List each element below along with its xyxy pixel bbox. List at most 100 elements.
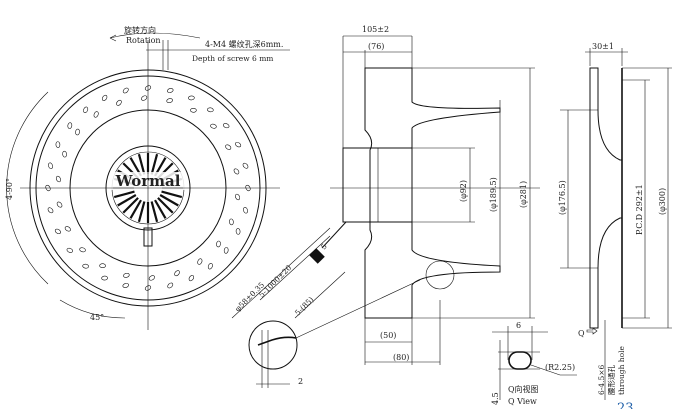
hub-fin (150, 153, 159, 175)
blade-slot (54, 228, 61, 235)
hub-fin (150, 201, 159, 223)
cable-85-label: 5-(85) (293, 295, 315, 317)
blade-slot (243, 207, 248, 214)
blade-slot (197, 258, 203, 265)
side-dia-92: (φ92) (459, 180, 468, 202)
detail-view: 2 (248, 260, 455, 388)
q-view-title-cn: Q向视图 (508, 384, 539, 394)
blade-slot (188, 95, 195, 101)
blade-slot (64, 226, 71, 232)
q-marker: Q (578, 329, 585, 338)
blade-slot (225, 144, 232, 150)
side-dia-189: (φ189.5) (489, 177, 498, 212)
blade-slot (56, 201, 63, 208)
blade-slot (62, 150, 67, 158)
screw-spec-cn: 4-M4 螺纹孔深6mm. (205, 39, 283, 49)
cable-length-label: 5-1000±20 (257, 263, 293, 299)
hole-spec: 6-4.5×6 (597, 364, 606, 395)
blade-slot (55, 141, 61, 148)
blade-slot (66, 247, 74, 253)
side-dim-80: (80) (393, 353, 409, 362)
right-dia-176: (φ176.5) (558, 180, 567, 215)
blade-slot (235, 141, 242, 148)
blade-slot (207, 262, 213, 270)
blade-slot (144, 285, 152, 291)
blade-slot (166, 98, 173, 104)
hub-fin (137, 153, 146, 175)
blade-slot (223, 247, 229, 254)
cable-5-label: 5 (319, 242, 329, 252)
angle-45: 45° (90, 313, 104, 322)
hole-desc-cn: 腰形通孔 (606, 365, 616, 395)
blade-slot (122, 283, 129, 288)
cable-connector (309, 248, 325, 264)
blade-slot (82, 263, 89, 269)
q-radius: (R2.25) (545, 363, 575, 372)
hub-fin (129, 199, 142, 219)
angle-4x90: 4-90° (5, 178, 14, 200)
blade-slot (242, 162, 249, 169)
hub-fin (117, 194, 137, 207)
side-width-76: (76) (368, 42, 384, 51)
blade-slot (47, 207, 54, 214)
blade-slot (67, 122, 73, 129)
blade-slot (101, 275, 108, 281)
logo: Wormal (115, 172, 181, 190)
rotation-label-cn: 旋转方向 (124, 25, 156, 35)
slot-hole (508, 351, 532, 370)
blade-slot (75, 128, 80, 136)
blade-slot (167, 282, 174, 289)
hub-fin (157, 197, 174, 214)
hub-fin (122, 197, 139, 214)
blade-slot (210, 123, 217, 129)
blade-slot (174, 270, 180, 277)
screw-spec-en: Depth of screw 6 mm (192, 54, 273, 63)
blade-slot (216, 240, 221, 248)
right-view: 30±1 (φ176.5) P.C.D 292±1 (φ300) Q 6-4.5… (558, 42, 672, 409)
blade-slot (233, 168, 240, 175)
blade-slot (123, 272, 130, 278)
blade-slot (222, 123, 230, 129)
hole-desc-en: through hole (617, 345, 626, 395)
q-view-title-en: Q View (508, 397, 537, 406)
side-view: 105±2 (76) (φ92) (φ189.5) (φ281) (50) (8… (330, 25, 540, 365)
right-pcd: P.C.D 292±1 (635, 184, 644, 235)
right-dia-300: (φ300) (658, 188, 667, 215)
blade-slot (167, 88, 174, 93)
hub-fin (154, 199, 167, 219)
detail-dim-2: 2 (298, 377, 303, 386)
blade-slot (55, 175, 61, 183)
blade-slot (122, 87, 129, 94)
rotation-label-en: Rotation (126, 36, 161, 45)
blade-slot (188, 275, 195, 282)
blade-slot (116, 99, 122, 106)
blade-slots (45, 85, 251, 291)
blade-slot (207, 107, 214, 113)
side-dia-281: (φ281) (519, 181, 528, 208)
front-view: Wormal 旋转方向 Rotation 4-M4 螺纹孔深6mm. Depth… (5, 25, 347, 330)
blade-slot (190, 107, 197, 113)
blade-slot (83, 106, 89, 114)
hub-fin (137, 201, 146, 223)
blade-slot (229, 218, 234, 226)
page-mark: 23 (617, 401, 634, 409)
blade-slot (245, 184, 251, 192)
blade-slot (101, 94, 108, 101)
blade-slot (45, 184, 51, 192)
blade-slot (79, 247, 86, 253)
blade-slot (141, 95, 148, 101)
hub-fin (159, 194, 179, 207)
side-dim-50: (50) (380, 331, 396, 340)
side-width-total: 105±2 (362, 25, 389, 34)
blade-slot (48, 162, 53, 169)
blade-slot (144, 85, 152, 91)
blade-slot (235, 228, 241, 235)
right-width: 30±1 (592, 42, 614, 51)
blade-slot (93, 111, 99, 118)
blade-slot (235, 193, 241, 201)
blade-slot (148, 275, 155, 281)
hub-fin (161, 190, 183, 199)
q-view: 6 4.5 (R2.25) Q向视图 Q View (491, 321, 577, 406)
motor-body (342, 147, 413, 223)
